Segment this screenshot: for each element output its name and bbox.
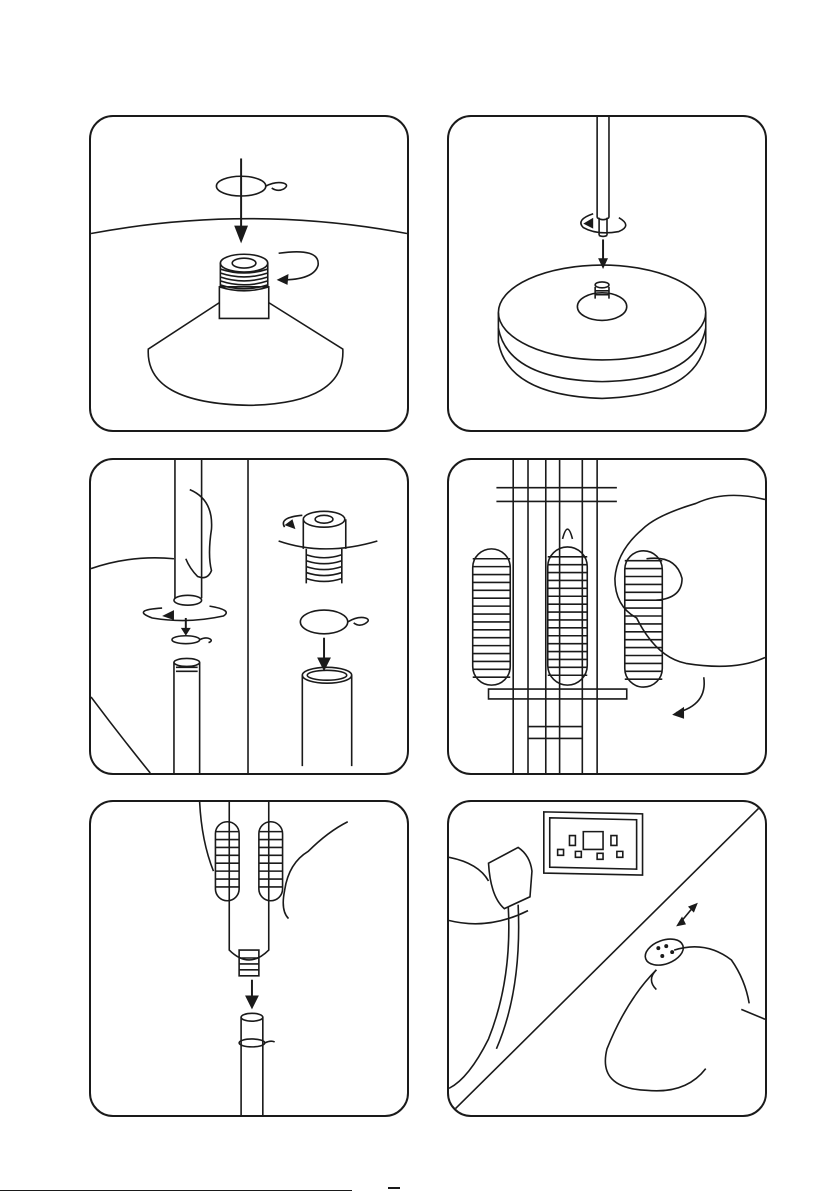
step-3-panel [89,458,409,775]
hang-springs-on-frame-illustration [449,460,765,773]
ring-clip-onto-base-connector-illustration [91,117,407,430]
pole-into-weighted-base-illustration [449,117,765,430]
plug-in-and-adjust-fitting-illustration [449,802,765,1115]
step-1-panel [89,115,409,432]
step-4-panel [447,458,767,775]
mount-spring-unit-on-pole-illustration [91,802,407,1115]
step-2-panel [447,115,767,432]
join-pole-sections-with-clip-illustration [91,460,407,773]
footer-rule [0,1190,352,1191]
step-5-panel [89,800,409,1117]
step-6-panel [447,800,767,1117]
footer-mark [388,1187,400,1189]
